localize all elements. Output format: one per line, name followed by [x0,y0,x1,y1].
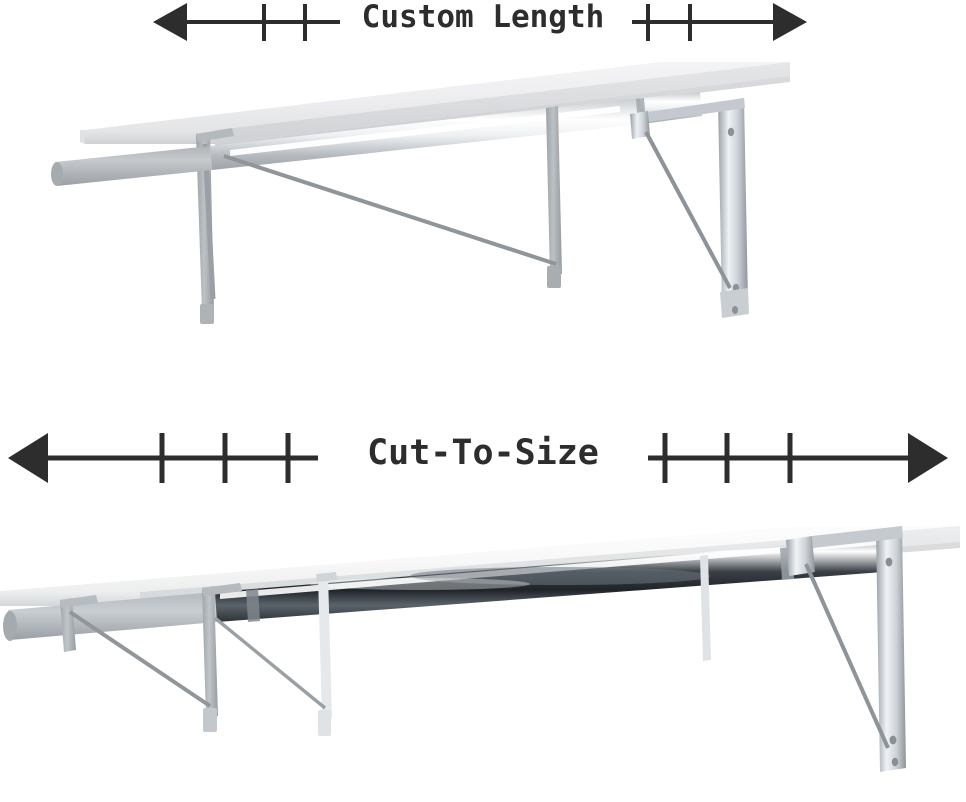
bracket-diagonal-brace [68,610,212,708]
bracket-foot [203,708,217,732]
rod-end-cap [51,162,63,186]
bracket-foot [318,710,331,736]
rod-collar [246,589,260,622]
bracket-foot [547,266,561,288]
bracket-foot [200,304,214,324]
board-top-face [0,526,960,592]
arrow-left-solid-icon [153,3,187,41]
bracket-vertical-post [202,586,218,718]
screw-hole [885,557,893,567]
rod-left-segment [55,146,212,186]
dimension-arrow-bottom-graphic [8,433,948,483]
bracket-diagonal-brace [644,131,732,289]
bracket-top-arm [648,98,745,122]
bracket-top-arm [60,595,98,608]
bracket-top-arm [202,583,242,596]
dimension-label-custom-length: Custom Length [361,0,605,35]
bracket-diagonal-brace [804,563,890,749]
dimension-arrow-top-graphic [153,3,807,41]
bracket-top-arm [812,526,903,548]
screw-hole [889,735,897,745]
bracket-top-arm [196,128,234,142]
bracket-middle [223,106,562,288]
arrow-left-solid-icon [8,433,48,483]
bracket-top-clip [316,572,337,582]
rod-left-segment [8,592,217,640]
rod-end-cap [3,611,17,641]
hanging-rod [51,92,702,186]
shelf-bottom-graphic [0,526,960,772]
bracket-diagonal-brace [223,154,557,266]
screw-hole [727,127,735,137]
board-long-edge [215,62,790,144]
bracket-foot [720,288,749,318]
bracket-vertical-post [546,106,562,276]
bracket-board-clip [630,111,650,139]
shelf-top-graphic [51,62,790,324]
rod-reflection [310,578,530,590]
bracket-right [786,526,906,772]
shelf-photo-custom-length [0,52,966,402]
rod-highlight [230,106,620,156]
bracket-vertical-post [876,526,906,772]
bracket-diagonal-brace [213,616,327,710]
bracket-aux-hanger [700,555,711,661]
bracket-center-left [68,583,242,732]
board-top-face [85,62,790,130]
arrow-right-solid-icon [908,433,948,483]
dimension-label-cut-to-size: Cut-To-Size [367,433,599,473]
bracket-vertical-post [318,575,332,719]
screw-hole [732,306,738,314]
screw-hole [891,757,899,767]
dimension-arrow-cut-to-size: Cut-To-Size [0,420,966,496]
board-front-edge [85,130,215,144]
bracket-center-right [213,572,337,736]
arrow-right-solid-icon [773,3,807,41]
shelf-photo-cut-to-size [0,500,966,802]
bracket-vertical-post [718,98,748,306]
hanging-rod [3,538,883,641]
board-left-cap [80,130,85,144]
rod-reflection [410,567,710,585]
bracket-vertical-post [700,555,711,661]
bracket-left [196,128,234,324]
bracket-right [630,98,749,318]
dimension-arrow-custom-length: Custom Length [0,0,966,48]
